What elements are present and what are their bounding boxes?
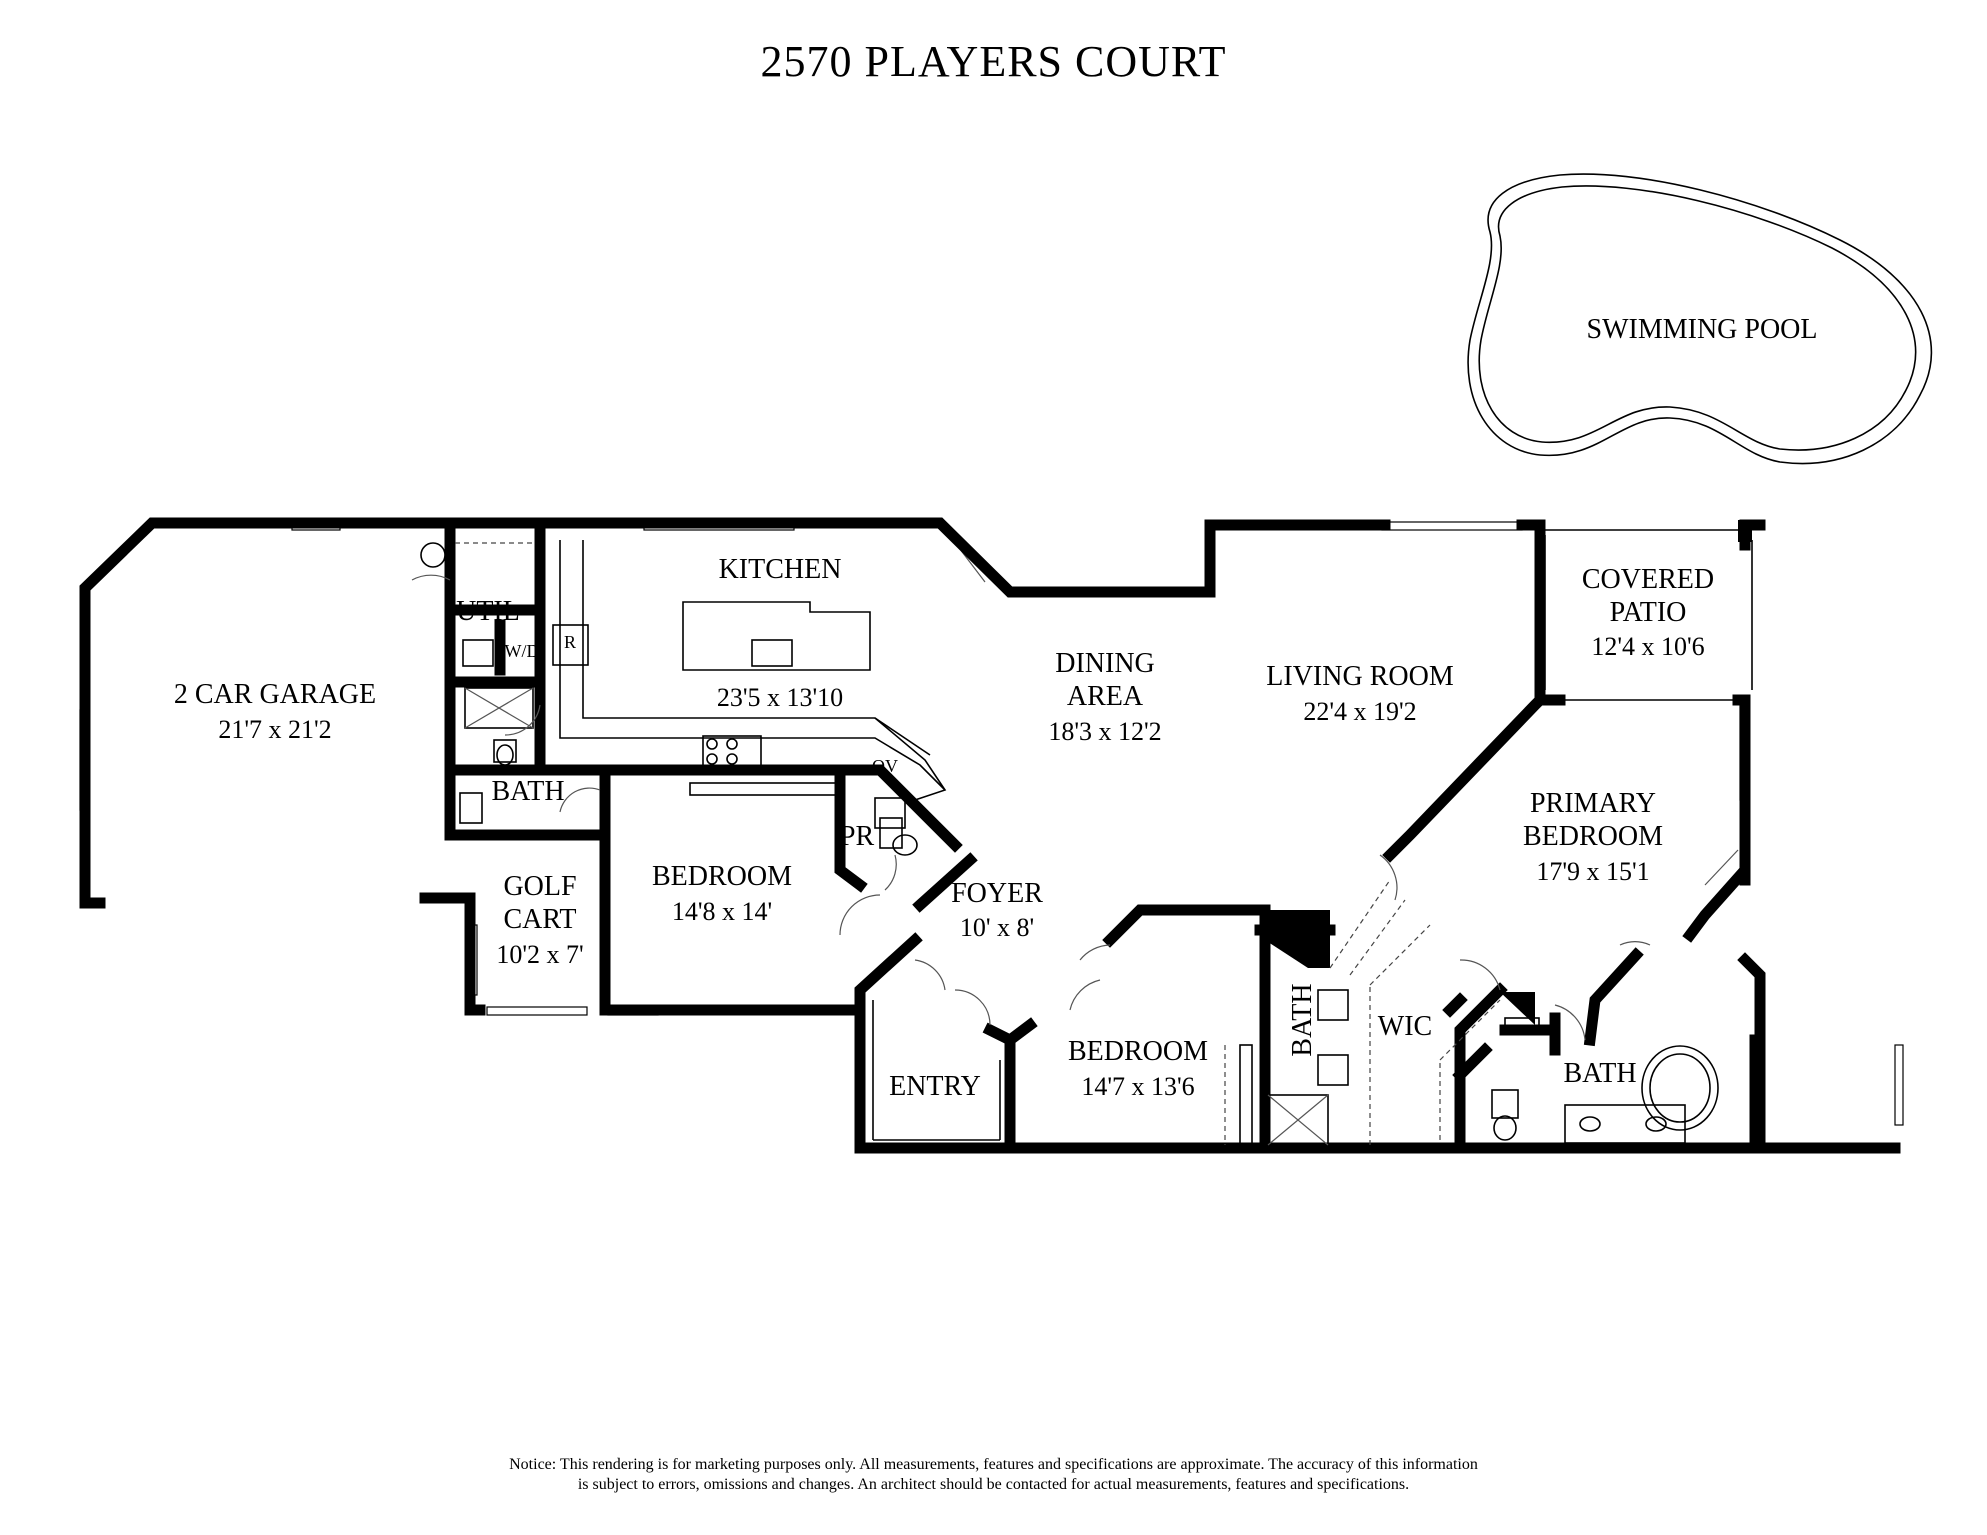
util-label: UTIL <box>456 596 520 627</box>
kitchen-cabinets <box>552 540 947 801</box>
bath3-label: BATH <box>1563 1058 1636 1089</box>
garage-dim: 21'7 x 21'2 <box>218 715 331 744</box>
pool-label: SWIMMING POOL <box>1587 314 1818 345</box>
foyer-label: FOYER <box>951 878 1043 909</box>
chase <box>1265 910 1330 968</box>
patio-label-2: PATIO <box>1610 597 1687 628</box>
covered-patio-outline <box>1544 520 1753 701</box>
patio-dim: 12'4 x 10'6 <box>1591 632 1704 661</box>
living-dim: 22'4 x 19'2 <box>1303 697 1416 726</box>
kitchen-dim: 23'5 x 13'10 <box>717 683 843 712</box>
golf-label-1: GOLF <box>503 871 576 902</box>
kitchen-label: KITCHEN <box>719 554 842 585</box>
living-label: LIVING ROOM <box>1266 661 1454 692</box>
walls <box>79 517 1901 1154</box>
powder-label: PR <box>840 821 875 852</box>
primary-label-2: BEDROOM <box>1523 821 1663 852</box>
foyer-dim: 10' x 8' <box>960 913 1034 942</box>
bedroom2-dim: 14'7 x 13'6 <box>1081 1072 1194 1101</box>
dining-label-1: DINING <box>1055 648 1155 679</box>
notice-line-2: is subject to errors, omissions and chan… <box>577 1476 1410 1493</box>
golf-label-2: CART <box>504 904 577 935</box>
bath2-label: BATH <box>1287 983 1318 1056</box>
dining-dim: 18'3 x 12'2 <box>1048 717 1161 746</box>
notice-line-1: Notice: This rendering is for marketing … <box>509 1456 1478 1473</box>
garage-label: 2 CAR GARAGE <box>174 679 376 710</box>
doors <box>411 574 1651 1041</box>
primary-dim: 17'9 x 15'1 <box>1536 857 1649 886</box>
entry-outline <box>872 1000 1001 1141</box>
fixtures <box>420 542 1719 1146</box>
entry-label: ENTRY <box>889 1071 981 1102</box>
bedroom1-dim: 14'8 x 14' <box>672 897 772 926</box>
disclaimer-notice: Notice: This rendering is for marketing … <box>0 1455 1987 1495</box>
primary-label-1: PRIMARY <box>1530 788 1656 819</box>
golf-dim: 10'2 x 7' <box>496 940 583 969</box>
page-title: 2570 PLAYERS COURT <box>760 37 1227 86</box>
openings <box>455 542 1501 1145</box>
swimming-pool: SWIMMING POOL <box>1467 173 1933 465</box>
wd-label: W/D <box>505 641 540 661</box>
dining-label-2: AREA <box>1067 681 1144 712</box>
chase-2 <box>1500 992 1535 1025</box>
bedroom2-label: BEDROOM <box>1068 1036 1208 1067</box>
wic-label: WIC <box>1378 1011 1432 1042</box>
bedroom1-label: BEDROOM <box>652 861 792 892</box>
patio-label-1: COVERED <box>1582 564 1714 595</box>
fridge-label: R <box>564 632 576 652</box>
oven-label: OV <box>872 756 898 776</box>
bath1-label: BATH <box>491 776 564 807</box>
